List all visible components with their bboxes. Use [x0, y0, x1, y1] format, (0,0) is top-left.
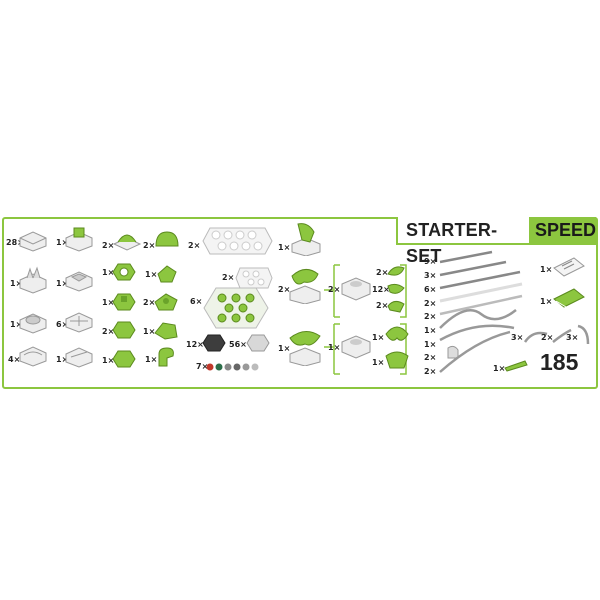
- spiral-end-part: [387, 266, 405, 276]
- qty-label: 2×: [376, 268, 389, 277]
- gray-base-part: [246, 334, 270, 352]
- qty-label: 1×: [424, 340, 437, 349]
- spiral-top-part: [387, 300, 405, 313]
- qty-label: 3×: [566, 333, 579, 342]
- qty-label: 7×: [196, 362, 209, 371]
- qty-label: 1×: [424, 326, 437, 335]
- switch-part: [157, 265, 177, 283]
- funnel-part: [385, 326, 409, 341]
- hook-part: [158, 347, 174, 367]
- hex-block-part: [112, 321, 136, 339]
- qty-label: 2×: [278, 285, 291, 294]
- booklet-part: [553, 288, 585, 308]
- set-title: STARTER-SET SPEED: [396, 217, 596, 266]
- lever-part: [504, 360, 528, 372]
- curve-rail-part: [523, 331, 548, 343]
- title-speed: SPEED: [528, 217, 596, 243]
- qty-label: 2×: [376, 301, 389, 310]
- qty-label: 1×: [56, 279, 69, 288]
- instruction-card-part: [553, 257, 585, 277]
- qty-label: 2×: [424, 353, 437, 362]
- junction-part: [65, 312, 93, 333]
- qty-label: 6×: [56, 320, 69, 329]
- curve-tile-part: [19, 346, 47, 367]
- qty-label: 2×: [541, 333, 554, 342]
- dark-base-part: [202, 334, 226, 352]
- vortex-tower-part: [289, 331, 321, 366]
- qty-label: 2×: [143, 241, 156, 250]
- hex-pin-part: [112, 293, 136, 311]
- ramp-part: [112, 234, 142, 251]
- turntable-part: [154, 293, 178, 311]
- launcher-part: [65, 227, 93, 252]
- catcher-part: [65, 271, 93, 292]
- hook-rail-part: [577, 324, 590, 345]
- qty-label: 1×: [102, 356, 115, 365]
- vortex-base-part: [341, 335, 371, 359]
- qty-label: 2×: [424, 312, 437, 321]
- bent-rail-part: [552, 328, 572, 343]
- rails-part: [439, 250, 523, 373]
- qty-label: 2×: [143, 298, 156, 307]
- straight-tile-part: [65, 347, 93, 368]
- qty-label: 12×: [186, 340, 204, 349]
- base-tile-part: [19, 231, 47, 252]
- qty-label: 6×: [190, 297, 203, 306]
- marbles-part: [206, 363, 259, 371]
- qty-label: 4×: [8, 355, 21, 364]
- loop-part: [155, 231, 179, 247]
- qty-label: 1×: [10, 320, 23, 329]
- hex-hole-part: [112, 263, 136, 281]
- qty-label: 1×: [372, 333, 385, 342]
- hex-flat-part: [112, 350, 136, 368]
- total-count: 185: [540, 349, 579, 375]
- base-element-part: [341, 277, 371, 301]
- qty-label: 1×: [143, 327, 156, 336]
- qty-label: 2×: [102, 241, 115, 250]
- funnel-bottom-part: [385, 351, 409, 369]
- qty-label: 1×: [56, 238, 69, 247]
- qty-label: 1×: [540, 297, 553, 306]
- cup-part: [19, 313, 47, 334]
- qty-label: 1×: [10, 279, 23, 288]
- hex-plate-part: [202, 227, 273, 255]
- qty-label: 2×: [424, 367, 437, 376]
- small-plate-part: [235, 267, 273, 289]
- qty-label: 12×: [372, 285, 390, 294]
- qty-label: 2×: [102, 327, 115, 336]
- qty-label: 6×: [424, 285, 437, 294]
- qty-label: 1×: [145, 355, 158, 364]
- qty-label: 56×: [229, 340, 247, 349]
- qty-label: 1×: [102, 268, 115, 277]
- transparent-plate-part: [203, 287, 269, 329]
- group-bracket: [324, 323, 407, 375]
- group-bracket: [324, 264, 407, 318]
- qty-label: 1×: [372, 358, 385, 367]
- qty-label: 2×: [328, 285, 341, 294]
- qty-label: 3×: [511, 333, 524, 342]
- qty-label: 2×: [222, 273, 235, 282]
- qty-label: 1×: [278, 344, 291, 353]
- title-starter-set: STARTER-SET: [398, 217, 529, 266]
- spiral-section-part: [387, 283, 405, 294]
- qty-label: 1×: [145, 270, 158, 279]
- qty-label: 1×: [278, 243, 291, 252]
- qty-label: 2×: [424, 299, 437, 308]
- qty-label: 2×: [188, 241, 201, 250]
- qty-label: 1×: [540, 265, 553, 274]
- gear-part: [154, 322, 178, 340]
- qty-label: 1×: [328, 343, 341, 352]
- spiral-tower-part: [289, 269, 321, 304]
- tower-launcher-part: [291, 223, 321, 256]
- splitter-part: [19, 266, 47, 294]
- qty-label: 3×: [424, 271, 437, 280]
- qty-label: 1×: [102, 298, 115, 307]
- qty-label: 1×: [493, 364, 506, 373]
- qty-label: 9×: [424, 257, 437, 266]
- qty-label: 1×: [56, 355, 69, 364]
- qty-label: 28×: [6, 238, 24, 247]
